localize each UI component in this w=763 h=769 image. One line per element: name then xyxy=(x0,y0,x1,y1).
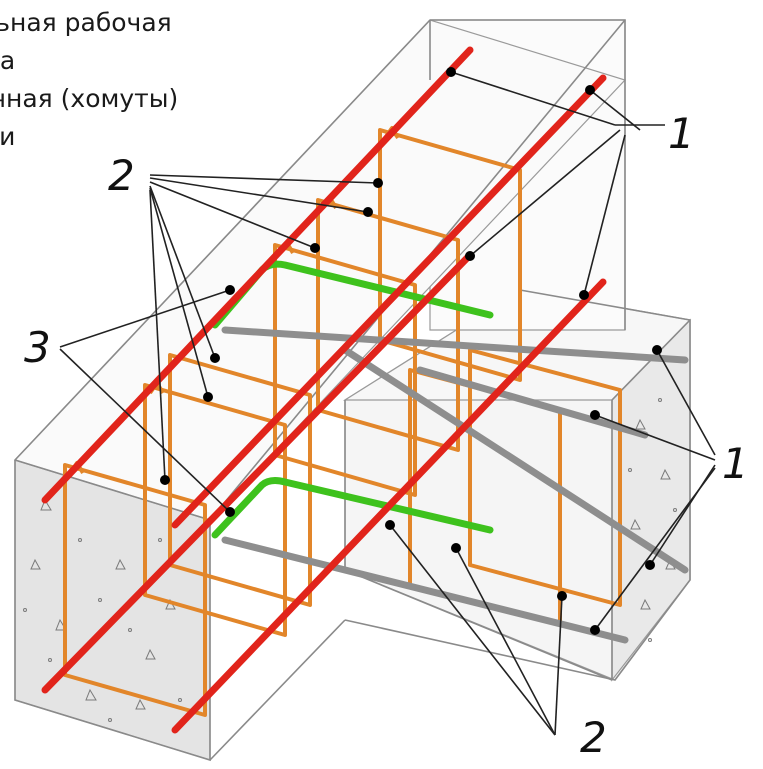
concrete-aggregate-side xyxy=(628,398,677,642)
leader-line xyxy=(469,129,621,257)
callout-label-right-middle: 1 xyxy=(722,439,749,488)
legend-line-2: ра xyxy=(0,46,16,75)
leader-line xyxy=(59,289,231,348)
side-bar xyxy=(416,366,649,439)
attachment-dot xyxy=(465,251,475,261)
concrete-aggregate-front xyxy=(23,498,182,722)
leader-line xyxy=(149,185,216,359)
front-bottom-edge xyxy=(209,619,346,761)
attachment-dot xyxy=(210,353,220,363)
leader-line xyxy=(594,467,716,631)
attachment-dots xyxy=(160,67,662,635)
main-bar xyxy=(171,278,607,734)
attachment-dot xyxy=(645,560,655,570)
side-bar xyxy=(221,536,629,644)
attachment-dot xyxy=(557,591,567,601)
main-bar xyxy=(41,251,474,694)
top-left-edge xyxy=(14,19,431,461)
attachment-dot xyxy=(160,475,170,485)
legend-text: ольная рабочая ра речная (хомуты) ки xyxy=(0,4,178,156)
bent-bar-bottom xyxy=(211,477,494,539)
attachment-dot xyxy=(310,243,320,253)
callout-label-top-left: 2 xyxy=(108,151,135,200)
attachment-dot xyxy=(446,67,456,77)
stirrup xyxy=(316,198,460,452)
main-bar xyxy=(171,74,607,529)
leader-line xyxy=(149,174,379,184)
leader-line xyxy=(594,414,716,461)
concrete-volumes xyxy=(13,19,692,762)
leader-line xyxy=(589,89,641,131)
attachment-dot xyxy=(590,625,600,635)
attachment-dot xyxy=(652,345,662,355)
legend-line-1: ольная рабочая xyxy=(0,8,172,37)
callout-label-left-middle: 3 xyxy=(24,323,51,372)
stirrup xyxy=(63,463,207,717)
attachment-dot xyxy=(225,507,235,517)
side-beam-outline xyxy=(344,289,691,681)
callout-labels: 1 2 3 1 2 xyxy=(24,109,749,762)
legend-line-3: речная (хомуты) xyxy=(0,84,179,113)
main-bar xyxy=(41,46,474,504)
leader-line xyxy=(149,181,316,249)
concrete-outline xyxy=(14,19,691,762)
leader-line xyxy=(149,189,166,481)
side-bar xyxy=(341,346,689,574)
main-bars xyxy=(41,46,607,734)
leader-line xyxy=(583,134,626,296)
legend-line-4: ки xyxy=(0,122,16,151)
side-beam-bottom-edge xyxy=(344,569,613,681)
leader-line xyxy=(450,71,616,126)
callout-label-bottom: 2 xyxy=(580,713,607,762)
attachment-dot xyxy=(225,285,235,295)
leader-line xyxy=(455,547,556,736)
attachment-dot xyxy=(585,85,595,95)
leader-line xyxy=(149,177,369,213)
side-bar xyxy=(221,326,689,364)
leader-lines xyxy=(59,71,716,736)
attachment-dot xyxy=(385,520,395,530)
stirrup xyxy=(143,383,287,637)
leader-line xyxy=(554,595,563,736)
attachment-dot xyxy=(363,207,373,217)
side-bars xyxy=(221,326,689,644)
side-stirrup xyxy=(468,348,622,607)
attachment-dot xyxy=(451,543,461,553)
attachment-dot xyxy=(590,410,600,420)
attachment-dot xyxy=(579,290,589,300)
callout-label-top-right: 1 xyxy=(668,109,695,158)
leader-line xyxy=(656,349,716,456)
leader-line xyxy=(149,187,209,398)
attachment-dot xyxy=(373,178,383,188)
attachment-dot xyxy=(203,392,213,402)
leader-line xyxy=(389,524,556,736)
leader-line xyxy=(59,348,231,513)
stirrup xyxy=(378,128,522,382)
